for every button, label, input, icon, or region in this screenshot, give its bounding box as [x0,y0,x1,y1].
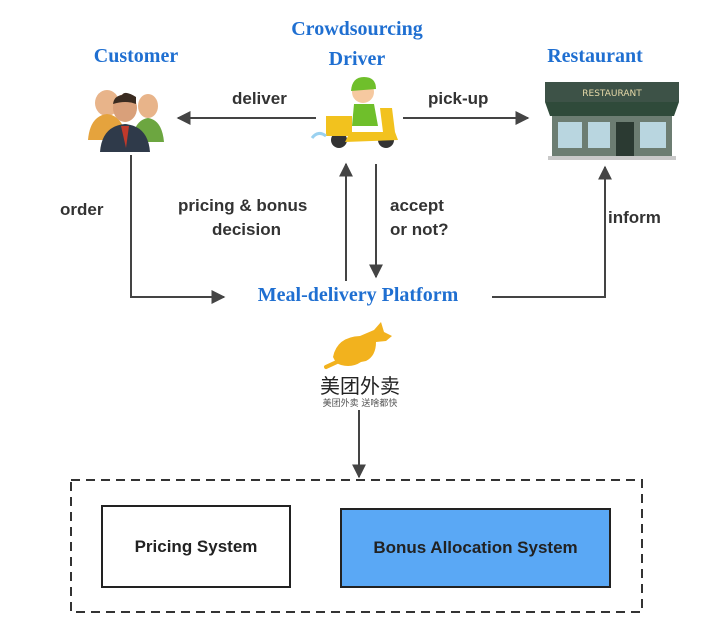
pricing-bonus-label-line2: decision [212,220,281,239]
driver-label-line1: Crowdsourcing [291,18,423,40]
pricing-system-box: Pricing System [101,505,291,588]
platform-label: Meal-delivery Platform [257,284,459,306]
bonus-allocation-system-box: Bonus Allocation System [340,508,611,588]
accept-label-line2: or not? [390,220,449,239]
pricing-system-label: Pricing System [134,536,258,556]
restaurant-label: Restaurant [547,45,643,67]
inform-arrow [492,165,612,298]
systems-container [70,479,643,613]
restaurant-icon: RESTAURANT [545,82,679,160]
restaurant-sign-text: RESTAURANT [582,89,642,99]
deliver-label: deliver [232,89,287,108]
inform-label: inform [608,208,661,227]
bonus-allocation-system-label: Bonus Allocation System [373,538,578,557]
kangaroo-logo-icon [324,322,392,369]
pickup-label: pick-up [428,89,489,108]
order-arrow [130,155,226,304]
customer-label: Customer [93,45,179,67]
pricing-bonus-label-line1: pricing & bonus [178,196,308,215]
driver-scooter-icon [310,77,398,148]
logo-tagline: 美团外卖 送啥都快 [322,399,398,409]
order-label: order [60,200,104,219]
logo-title: 美团外卖 [320,374,400,398]
customer-icon [88,90,164,152]
accept-label-line1: accept [390,196,444,215]
driver-label-line2: Driver [328,48,386,70]
